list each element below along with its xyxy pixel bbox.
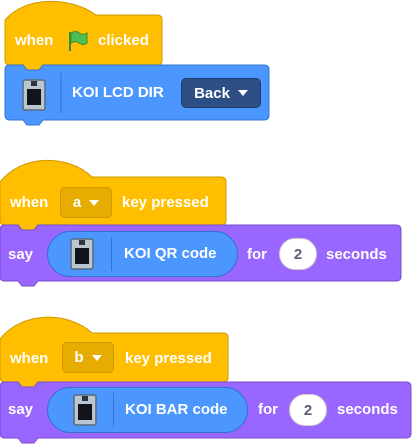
key-dropdown-value: b	[74, 349, 84, 366]
hat-key-pressed-text: key pressed	[122, 194, 209, 211]
koi-qr-code-reporter[interactable]: KOI QR code	[47, 231, 238, 277]
script-key-a: when a key pressed say KOI QR code for 2…	[0, 158, 412, 288]
seconds-number-value: 2	[293, 245, 303, 263]
script-lcd-dir: when clicked KOI LCD DIR Back	[0, 0, 412, 126]
reporter-divider	[113, 393, 114, 427]
green-flag-icon[interactable]	[66, 29, 90, 53]
seconds-text: seconds	[326, 246, 387, 263]
chevron-down-icon	[237, 90, 248, 96]
koi-device-icon	[22, 79, 46, 111]
script-key-b: when b key pressed say KOI BAR code for …	[0, 315, 412, 446]
reporter-divider	[111, 237, 112, 271]
koi-bar-code-label: KOI BAR code	[125, 401, 228, 418]
for-text: for	[247, 246, 267, 263]
seconds-number-input[interactable]: 2	[289, 394, 327, 426]
seconds-text: seconds	[337, 401, 398, 418]
lcd-dir-dropdown[interactable]: Back	[181, 78, 261, 108]
chevron-down-icon	[91, 354, 102, 361]
say-text: say	[8, 246, 34, 263]
hat-when-text: when	[10, 350, 49, 367]
hat-when-text: when	[10, 194, 49, 211]
for-text: for	[258, 401, 278, 418]
koi-bar-code-reporter[interactable]: KOI BAR code	[47, 387, 248, 433]
hat-when-text: when	[15, 32, 54, 49]
key-dropdown[interactable]: a	[60, 187, 112, 218]
koi-device-icon	[70, 238, 94, 270]
koi-qr-code-label: KOI QR code	[124, 245, 217, 262]
key-dropdown-value: a	[72, 194, 82, 211]
seconds-number-value: 2	[303, 401, 313, 419]
say-text: say	[8, 401, 34, 418]
hat-clicked-text: clicked	[98, 32, 149, 49]
lcd-dir-dropdown-value: Back	[194, 84, 230, 102]
key-dropdown[interactable]: b	[62, 342, 114, 373]
koi-lcd-dir-label: KOI LCD DIR	[72, 84, 164, 101]
koi-device-icon	[73, 394, 97, 426]
chevron-down-icon	[89, 199, 100, 206]
seconds-number-input[interactable]: 2	[279, 238, 317, 270]
hat-key-pressed-text: key pressed	[125, 350, 212, 367]
